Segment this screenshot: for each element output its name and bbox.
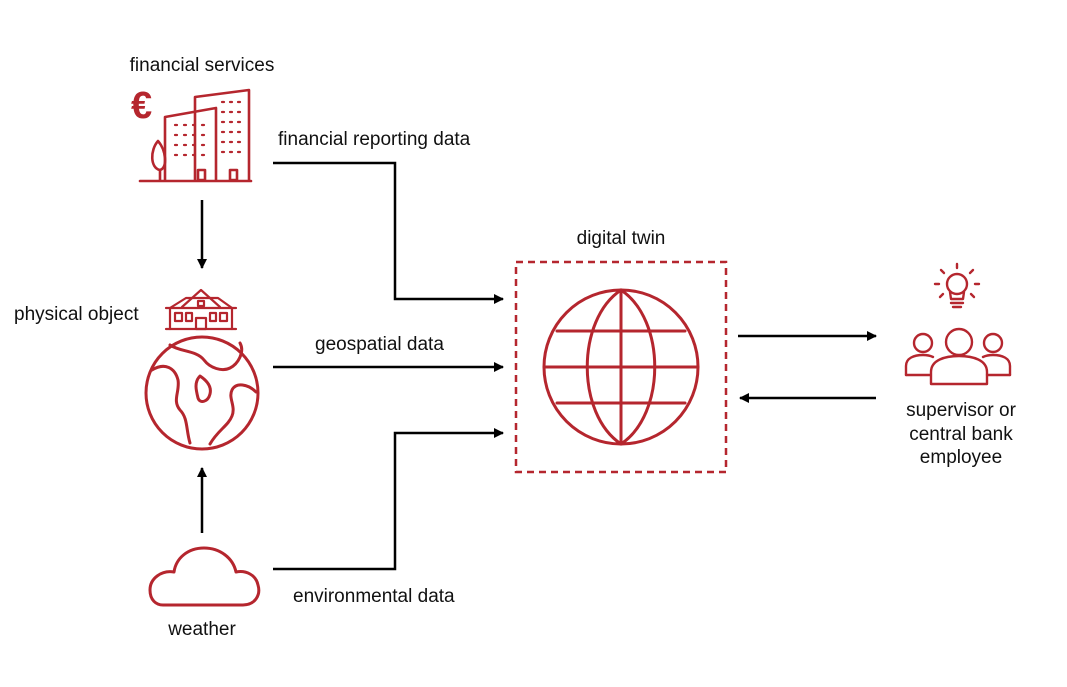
people-lightbulb-icon <box>904 262 1012 386</box>
svg-text:€: € <box>131 85 152 127</box>
environmental-data-label: environmental data <box>293 586 455 607</box>
supervisor-label-line-3: employee <box>920 447 1002 468</box>
weather-label: weather <box>167 619 236 640</box>
arrow-financial-reporting-data <box>273 161 504 304</box>
wireframe-globe-icon <box>542 288 700 446</box>
financial-reporting-data-label: financial reporting data <box>278 129 471 150</box>
digital-twin-label: digital twin <box>577 228 666 249</box>
supervisor-label-line-2: central bank <box>909 424 1013 445</box>
geospatial-data-label: geospatial data <box>315 334 444 355</box>
supervisor-label-line-1: supervisor or <box>906 400 1016 421</box>
digital-twin-box <box>514 260 728 474</box>
arrow-environmental-data <box>273 428 504 571</box>
earth-globe-icon <box>144 335 260 451</box>
euro-buildings-icon: € <box>131 85 253 183</box>
house-icon <box>164 288 238 331</box>
physical-object-label: physical object <box>14 304 139 325</box>
financial-services-label: financial services <box>130 55 275 76</box>
cloud-icon <box>148 546 261 607</box>
